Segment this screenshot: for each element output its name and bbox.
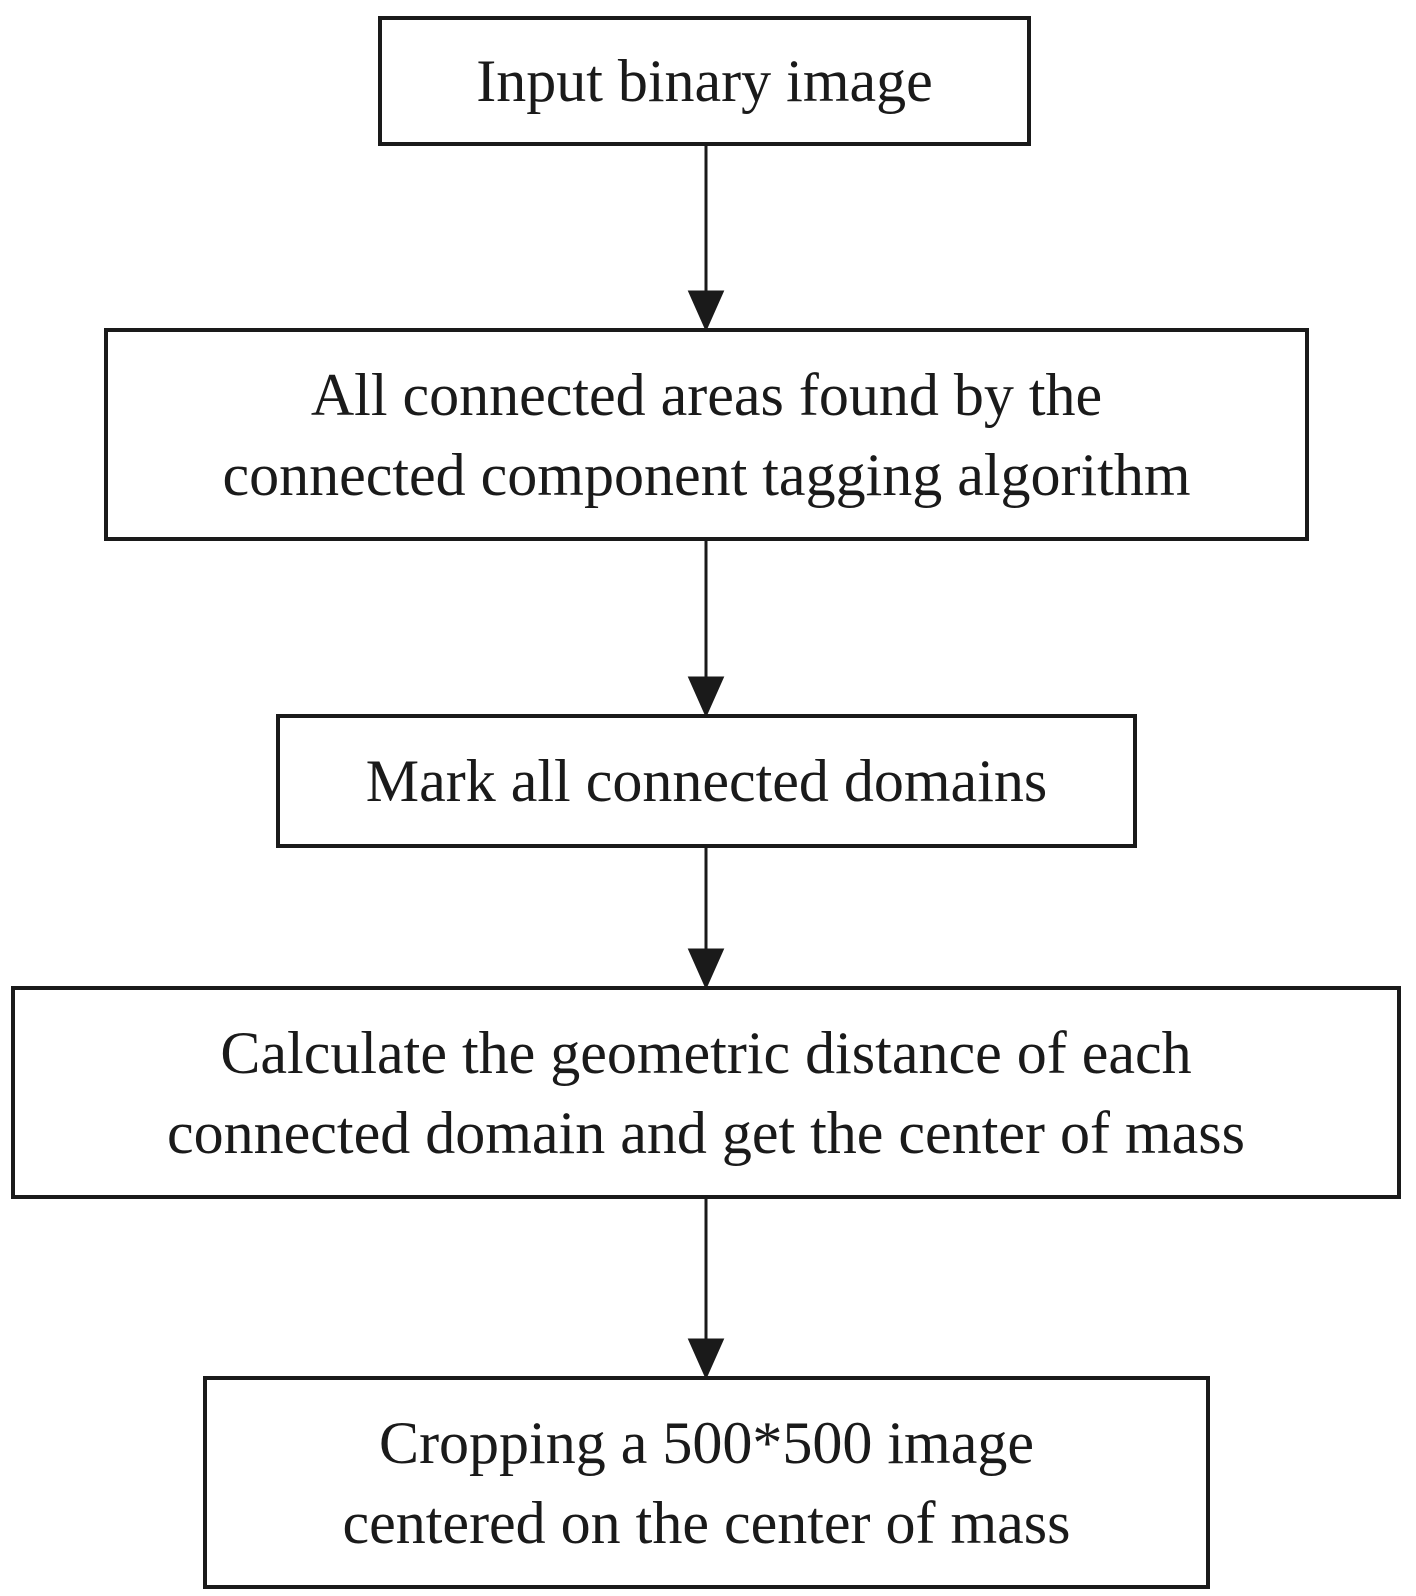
arrowhead-down-icon xyxy=(687,948,725,990)
step-text: Mark all connected domains xyxy=(365,748,1048,814)
arrowhead-down-icon xyxy=(687,290,725,332)
flowchart-step-input-binary-image: Input binary image xyxy=(378,16,1031,146)
step-text: Calculate the geometric distance of each xyxy=(220,1019,1192,1086)
step-text: connected domain and get the center of m… xyxy=(167,1099,1245,1166)
step-text: centered on the center of mass xyxy=(342,1489,1071,1556)
step-text: Cropping a 500*500 image xyxy=(379,1409,1034,1476)
flowchart-step-calculate-center-of-mass: Calculate the geometric distance of each… xyxy=(11,986,1401,1199)
step-text: All connected areas found by the xyxy=(310,361,1103,428)
flowchart-step-find-connected-areas: All connected areas found by the connect… xyxy=(104,328,1309,541)
step-text: connected component tagging algorithm xyxy=(222,441,1191,508)
flowchart-step-mark-domains: Mark all connected domains xyxy=(276,714,1137,848)
arrowhead-down-icon xyxy=(687,676,725,718)
arrowhead-down-icon xyxy=(687,1338,725,1380)
flowchart-step-crop-image: Cropping a 500*500 image centered on the… xyxy=(203,1376,1210,1589)
step-text: Input binary image xyxy=(476,48,933,114)
